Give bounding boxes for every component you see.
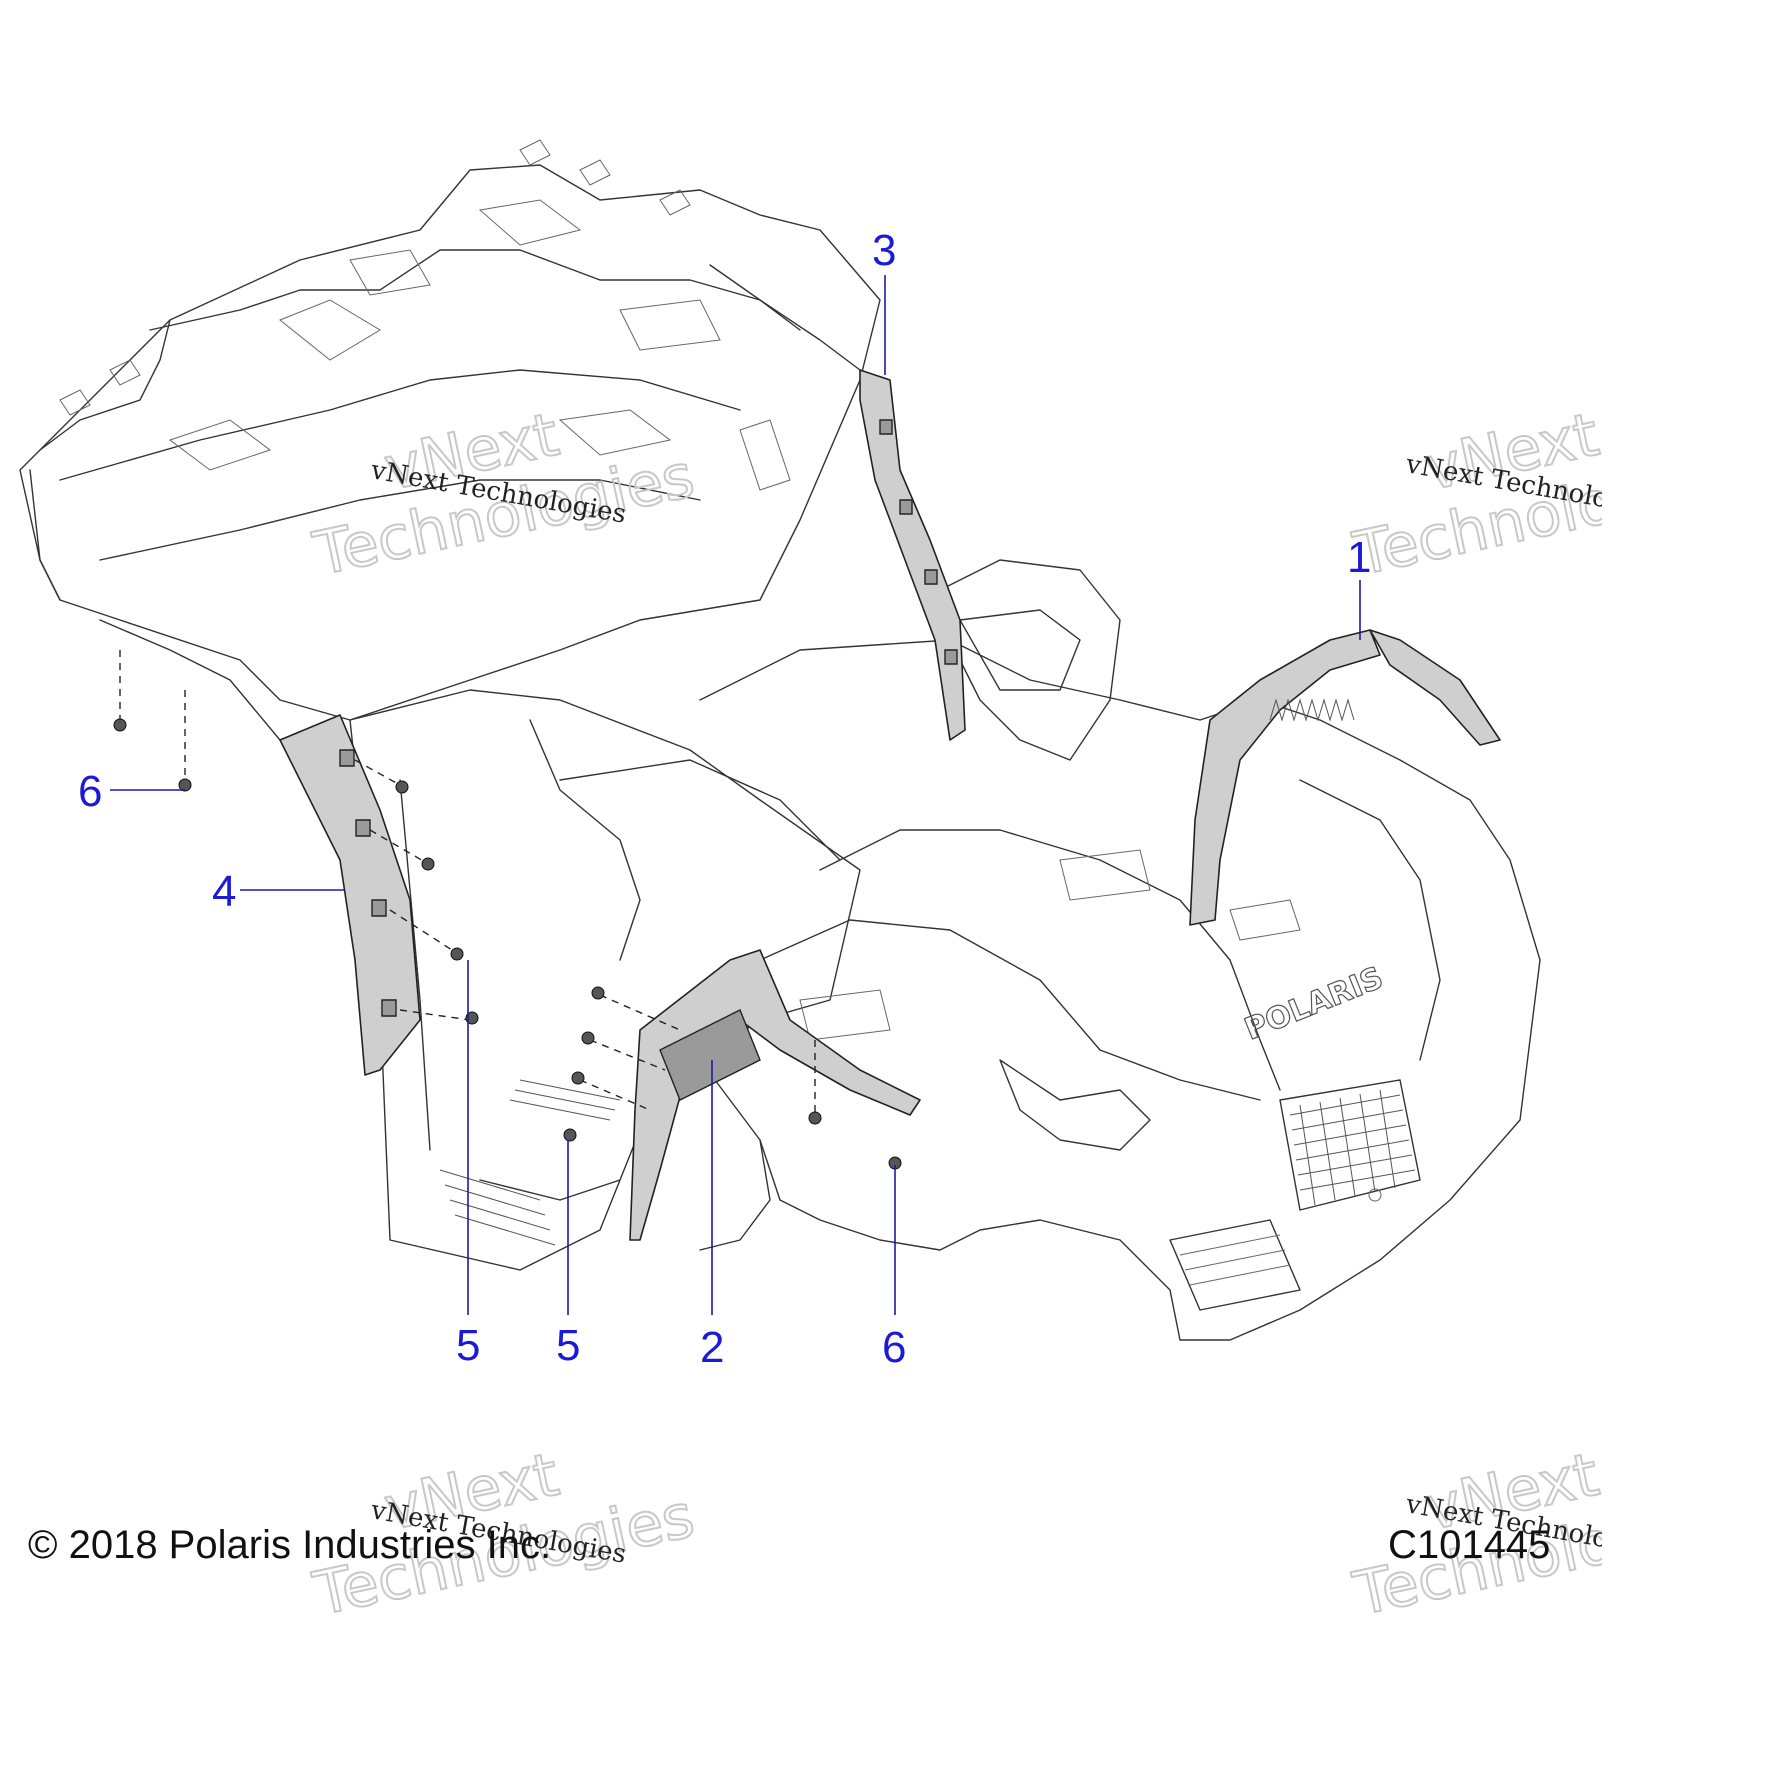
right-margin	[1602, 0, 1792, 1792]
callout-4: 4	[212, 867, 236, 916]
part-1-front-flare-right	[1189, 629, 1501, 926]
rear-rack-drawing	[19, 139, 881, 721]
callout-5-left: 5	[456, 1321, 480, 1370]
callout-1: 1	[1347, 533, 1371, 582]
callout-3: 3	[872, 226, 896, 275]
callout-leaders	[110, 275, 1361, 1315]
part-2-front-flare-left	[629, 949, 921, 1241]
callout-2: 2	[700, 1323, 724, 1372]
watermark-bottom-left: vNext Technologies vNext Technologies	[307, 1439, 702, 1631]
center-body-drawing	[349, 689, 861, 1271]
fasteners	[113, 650, 902, 1170]
watermark-top-left: vNext Technologies vNext Technologies	[307, 399, 702, 591]
figure-id: C101445	[1388, 1523, 1550, 1567]
callout-labels: 3 1 4 6 5 5 2 6	[78, 226, 1371, 1372]
callout-6-right: 6	[882, 1323, 906, 1372]
callout-5-right: 5	[556, 1321, 580, 1370]
copyright-text: © 2018 Polaris Industries Inc.	[28, 1523, 551, 1567]
part-4-rear-flare-left	[99, 619, 421, 1076]
part-3-rear-flare-right	[709, 264, 966, 741]
hood-logo-text: POLARIS	[1240, 960, 1388, 1047]
callout-6-left: 6	[78, 767, 102, 816]
